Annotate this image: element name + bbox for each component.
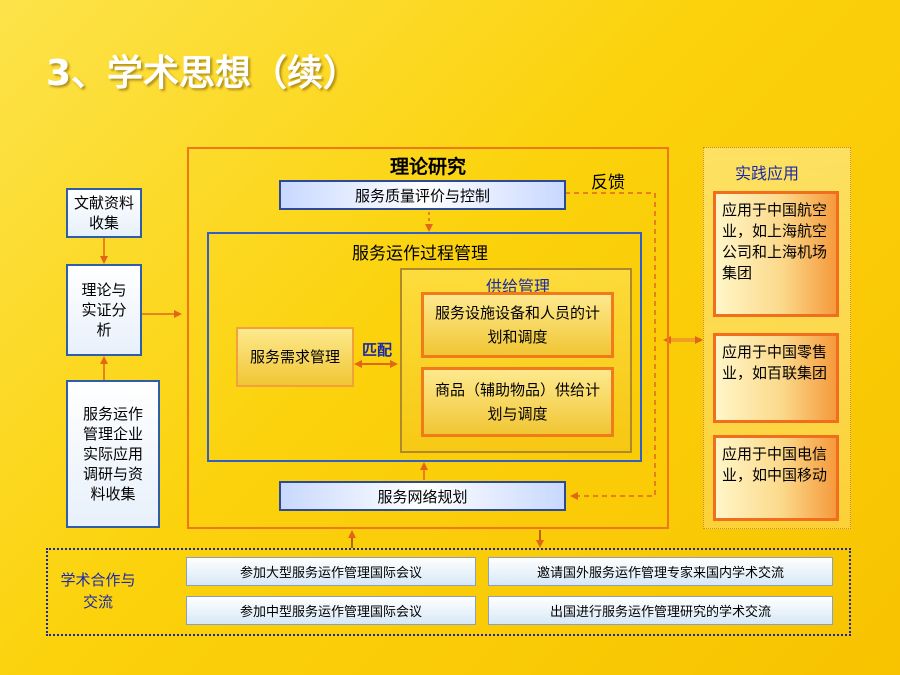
theory-research-frame <box>187 147 669 529</box>
collaboration-label: 学术合作与交流 <box>60 566 136 616</box>
application-item-retail-label: 应用于中国零售业，如百联集团 <box>722 343 828 382</box>
application-item-aviation-label: 应用于中国航空业，如上海航空公司和上海机场集团 <box>722 201 828 282</box>
service-network-label: 服务网络规划 <box>377 487 468 506</box>
process-management-box <box>207 232 642 462</box>
application-item-aviation: 应用于中国航空业，如上海航空公司和上海机场集团 <box>713 191 839 317</box>
collab-item-large-conference-label: 参加大型服务运作管理国际会议 <box>239 566 422 581</box>
collaboration-box <box>46 548 851 636</box>
practice-survey-box: 服务运作管理企业实际应用调研与资料收集 <box>66 380 160 528</box>
collab-item-abroad-exchange: 出国进行服务运作管理研究的学术交流 <box>488 596 833 625</box>
collab-item-large-conference: 参加大型服务运作管理国际会议 <box>186 557 476 586</box>
service-network-bar: 服务网络规划 <box>279 481 566 511</box>
collab-item-medium-conference-label: 参加中型服务运作管理国际会议 <box>239 605 422 620</box>
demand-management-label: 服务需求管理 <box>249 348 340 366</box>
goods-supply-box: 商品（辅助物品）供给计划与调度 <box>421 367 614 437</box>
collab-item-invite-experts-label: 邀请国外服务运作管理专家来国内学术交流 <box>536 566 784 581</box>
supply-management-heading: 供给管理 <box>485 277 550 296</box>
collab-item-medium-conference: 参加中型服务运作管理国际会议 <box>186 596 476 625</box>
page-title: 3、学术思想（续） <box>46 53 360 94</box>
demand-management-box: 服务需求管理 <box>236 327 354 387</box>
goods-supply-label: 商品（辅助物品）供给计划与调度 <box>434 381 600 423</box>
literature-box: 文献资料收集 <box>66 188 142 238</box>
facility-scheduling-box: 服务设施设备和人员的计划和调度 <box>421 292 614 358</box>
practice-survey-label: 服务运作管理企业实际应用调研与资料收集 <box>82 405 143 503</box>
feedback-label: 反馈 <box>591 173 625 193</box>
collaboration-label-text: 学术合作与交流 <box>60 571 136 611</box>
application-item-retail: 应用于中国零售业，如百联集团 <box>713 333 839 423</box>
application-item-telecom: 应用于中国电信业，如中国移动 <box>713 435 839 521</box>
quality-control-bar: 服务质量评价与控制 <box>279 180 566 210</box>
collab-item-invite-experts: 邀请国外服务运作管理专家来国内学术交流 <box>488 557 833 586</box>
match-label: 匹配 <box>362 341 393 359</box>
theory-analysis-box: 理论与实证分析 <box>66 264 142 356</box>
collab-item-abroad-exchange-label: 出国进行服务运作管理研究的学术交流 <box>549 605 771 620</box>
theory-research-heading: 理论研究 <box>389 156 466 178</box>
quality-control-label: 服务质量评价与控制 <box>354 186 490 205</box>
feedback-path <box>565 192 656 500</box>
practice-application-heading: 实践应用 <box>734 164 799 183</box>
process-management-heading: 服务运作过程管理 <box>352 244 488 264</box>
facility-scheduling-label: 服务设施设备和人员的计划和调度 <box>434 304 600 346</box>
literature-label: 文献资料收集 <box>74 194 135 232</box>
application-item-telecom-label: 应用于中国电信业，如中国移动 <box>722 445 828 484</box>
theory-analysis-label: 理论与实证分析 <box>81 281 127 339</box>
